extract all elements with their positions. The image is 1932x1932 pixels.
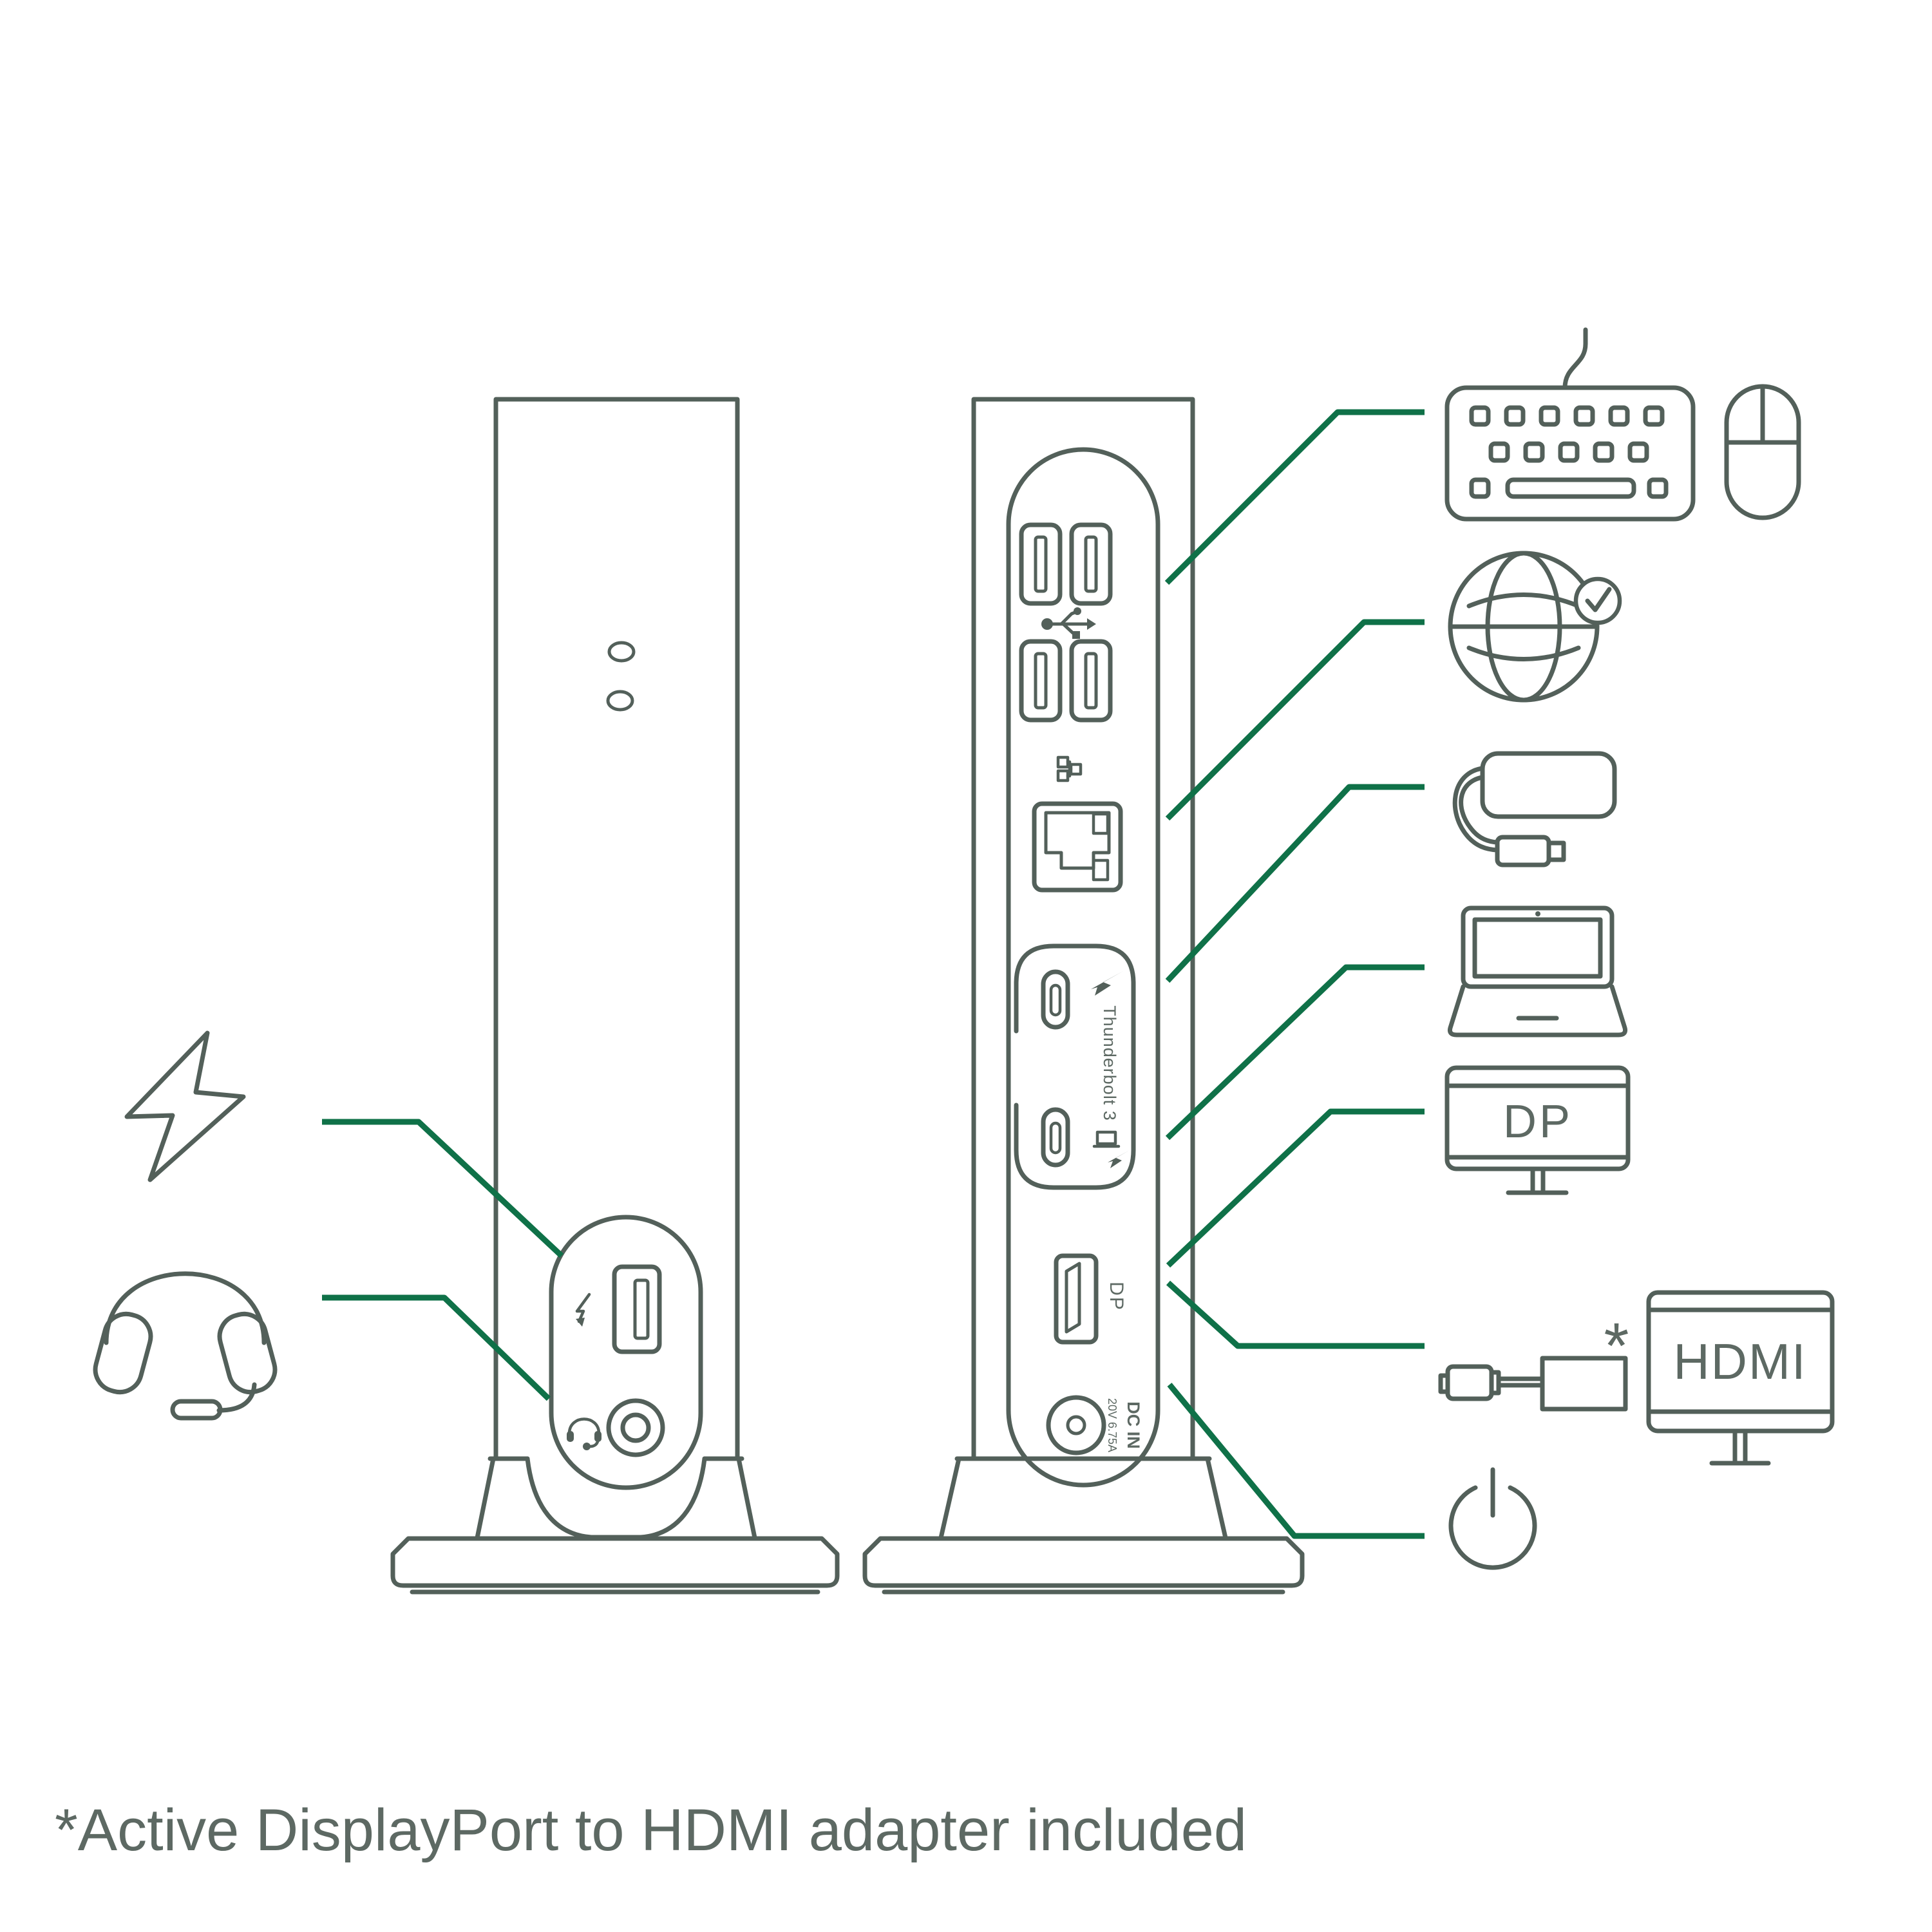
back-dock: Thunderbolt 3 DP DC IN 20V 6.75A [862, 397, 1305, 1595]
back-pedestal [862, 1456, 1305, 1595]
headset-icon [93, 1271, 278, 1421]
keyboard-keys [1469, 405, 1669, 499]
back-port-panel [1006, 447, 1160, 1488]
callout-lines [322, 409, 1425, 1539]
usb-trident-icon [1041, 607, 1096, 639]
front-tower-outline [493, 397, 740, 1461]
ethernet-port [1032, 801, 1123, 893]
front-led-bottom [606, 690, 634, 712]
adapter-asterisk: * [1604, 1310, 1629, 1382]
callout-dcin-to-power [1167, 1383, 1425, 1539]
hdmi-monitor-label: HDMI [1673, 1333, 1806, 1390]
laptop-bolt-icon [1092, 1130, 1130, 1168]
thunderbolt-bolt-icon [1091, 971, 1123, 996]
dc-in-spec-label: 20V 6.75A [1106, 1398, 1119, 1452]
usb-a-port [1019, 639, 1063, 723]
back-base-plate [862, 1536, 1305, 1588]
callout-headset-to-jack [322, 1294, 551, 1401]
laptop-icon [1448, 905, 1627, 1037]
headset-jack-outer [606, 1398, 665, 1457]
usb-a-port [1019, 522, 1063, 606]
dc-in-label: DC IN [1124, 1401, 1143, 1449]
usb-a-port [1069, 522, 1113, 606]
headset-mini-icon [567, 1417, 601, 1450]
callout-dp-to-hdmi [1166, 1280, 1425, 1349]
callout-tb-to-laptop [1165, 964, 1425, 1141]
front-charging-usb-slot [633, 1278, 650, 1340]
lightning-icon [124, 1030, 246, 1182]
front-dock [390, 397, 840, 1595]
ethernet-network-icon [1056, 755, 1083, 782]
thunderbolt-label: Thunderbolt 3 [1100, 1005, 1119, 1121]
dp-monitor-icon: DP [1444, 1065, 1631, 1195]
internet-globe-icon [1448, 551, 1622, 703]
headset-jack-inner [620, 1412, 651, 1443]
thunderbolt-section: Thunderbolt 3 [1014, 943, 1136, 1190]
callout-usb-to-keyboard [1164, 409, 1425, 585]
thunderbolt-port-top [1041, 969, 1070, 1030]
front-port-panel [549, 1215, 703, 1490]
charging-bolt-icon [575, 1293, 591, 1327]
thunderbolt-port-bottom [1041, 1107, 1070, 1168]
usb-a-port [1069, 639, 1113, 723]
callout-ethernet-to-globe [1165, 619, 1425, 821]
power-icon [1448, 1467, 1537, 1570]
callout-lightning-to-frontport [322, 1119, 564, 1258]
usb-drive-icon [1452, 751, 1617, 867]
check-badge-icon [1573, 576, 1622, 625]
mouse-icon [1724, 384, 1801, 520]
back-tower-outline [971, 397, 1195, 1461]
keyboard-icon [1444, 327, 1696, 522]
front-base-plate [390, 1536, 840, 1588]
displayport-port [1054, 1253, 1099, 1345]
front-charging-usb-port [612, 1264, 662, 1354]
hdmi-monitor-icon: HDMI [1646, 1290, 1835, 1466]
usb-a-ports [1019, 522, 1113, 723]
footer-note: *Active DisplayPort to HDMI adapter incl… [55, 1797, 1247, 1863]
dp-monitor-label: DP [1503, 1096, 1573, 1148]
callout-dp-to-dpmonitor [1166, 1108, 1425, 1268]
dp-to-hdmi-adapter-icon: * [1438, 1310, 1629, 1412]
dc-in-port [1046, 1395, 1106, 1455]
front-pedestal [390, 1456, 840, 1595]
callout-tb-to-usbdrive [1165, 784, 1425, 983]
dp-port-label: DP [1106, 1282, 1127, 1311]
front-led-top [607, 641, 636, 663]
